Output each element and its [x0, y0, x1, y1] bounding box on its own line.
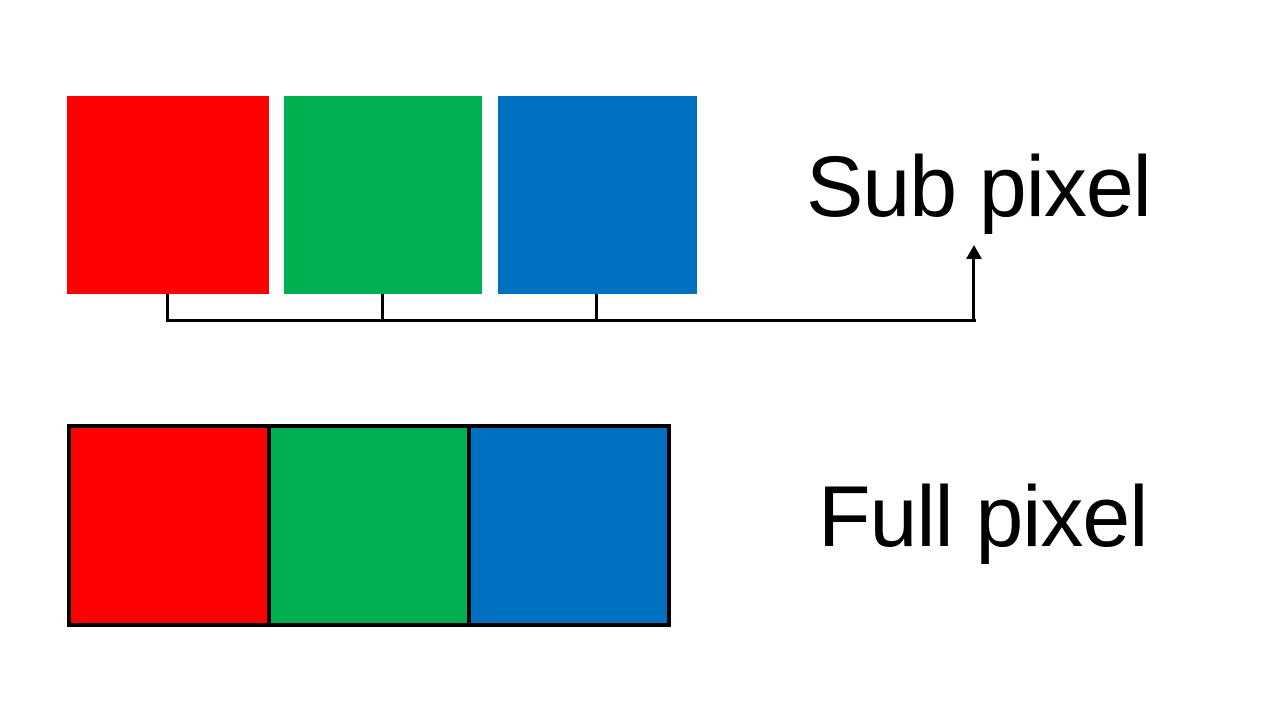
bracket-tick-green: [381, 294, 384, 322]
full-pixel-label: Full pixel: [818, 469, 1148, 565]
sub-pixel-green-square: [284, 96, 482, 294]
full-pixel-blue-cell: [471, 428, 667, 623]
sub-pixel-label: Sub pixel: [806, 139, 1152, 235]
full-pixel-red-cell: [71, 428, 267, 623]
full-pixel-box: [67, 424, 671, 627]
full-pixel-green-cell: [271, 428, 467, 623]
arrow-up-icon: [966, 245, 982, 259]
bracket-tick-red: [166, 294, 169, 322]
bracket-tick-blue: [595, 294, 598, 322]
sub-pixel-blue-square: [498, 96, 697, 294]
sub-pixel-red-square: [67, 96, 269, 294]
bracket-horizontal-line: [166, 319, 976, 322]
arrow-vertical-line: [972, 252, 975, 322]
